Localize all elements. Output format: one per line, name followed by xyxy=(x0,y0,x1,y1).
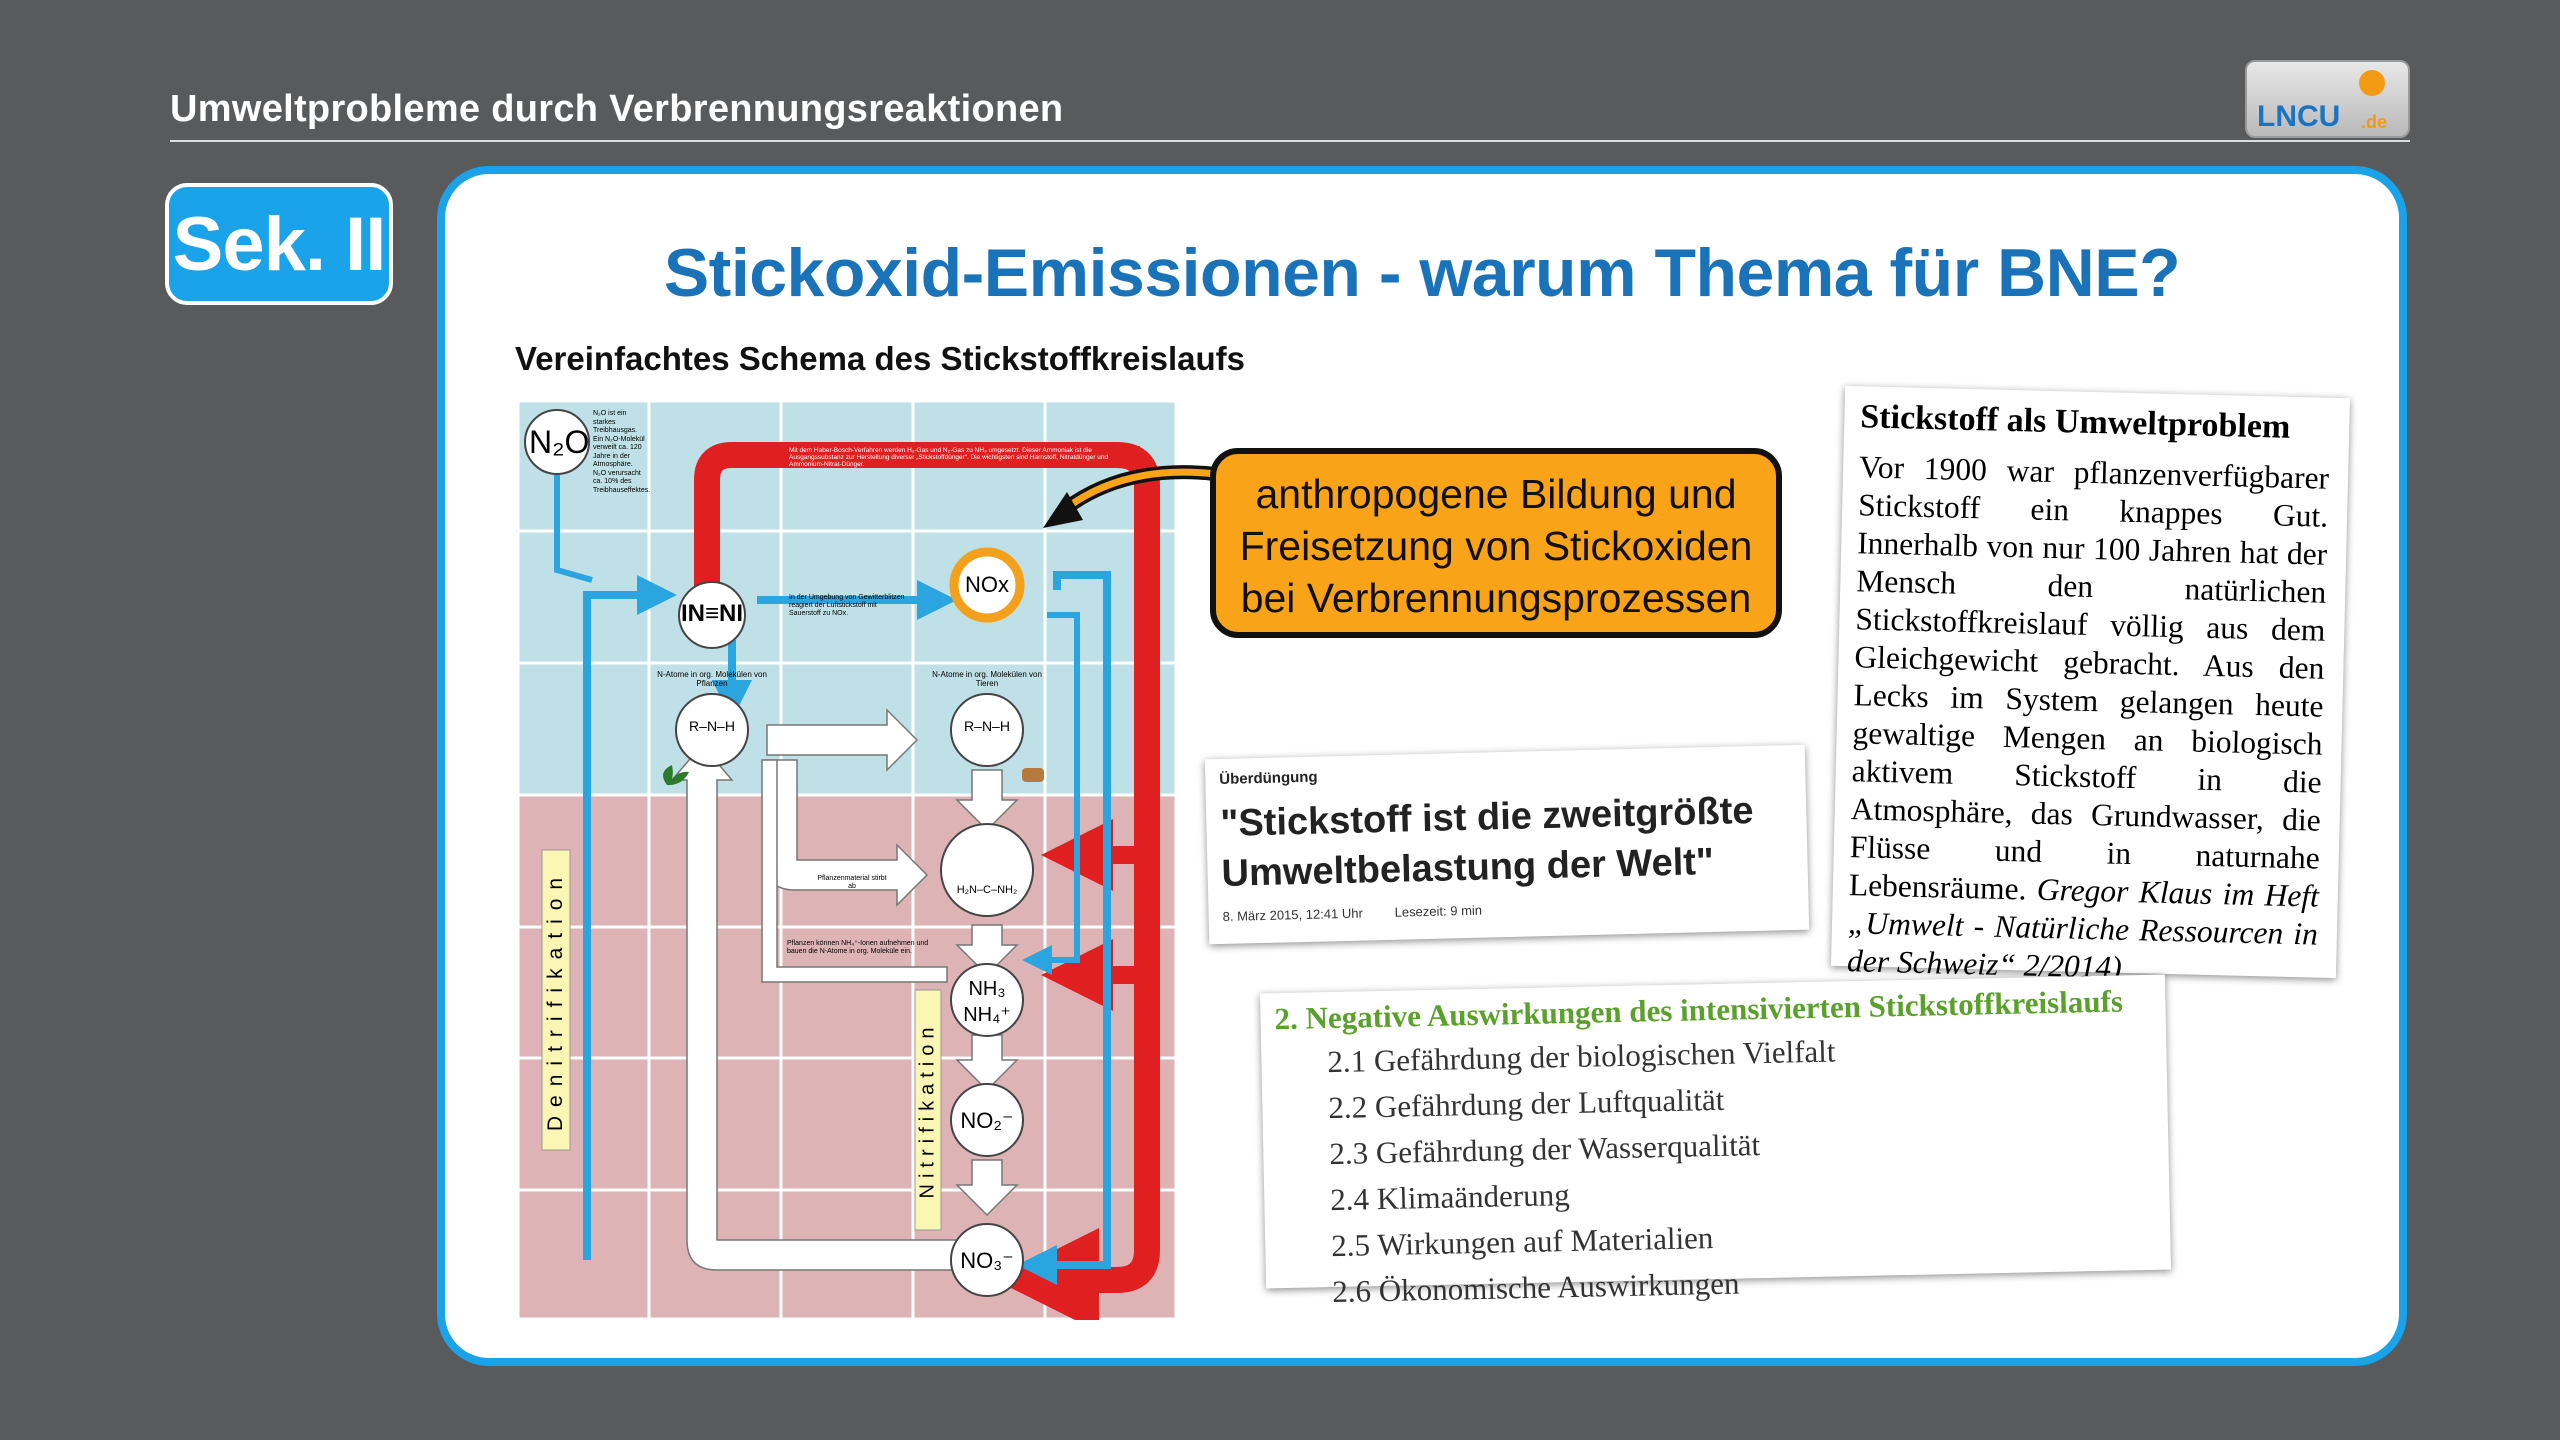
n2-label: IN≡NI xyxy=(680,600,743,627)
slide-subtitle: Vereinfachtes Schema des Stickstoffkreis… xyxy=(515,340,1245,377)
list-item: 2.4 Klimaänderung xyxy=(1329,1177,1570,1218)
denitrification-strip xyxy=(541,849,571,1151)
news-topic: Überdüngung xyxy=(1219,768,1318,789)
amine-plant-label: R–N–H xyxy=(689,718,735,734)
list-item: 2.2 Gefährdung der Luftqualität xyxy=(1328,1081,1725,1126)
denitrification-arrow xyxy=(583,575,677,1260)
nitrification-label: Nitrifikation xyxy=(916,1021,939,1199)
quote-body: Vor 1900 war pflanzenverfügbarer Stickst… xyxy=(1847,448,2330,991)
lightning-note: In der Umgebung von Gewitterblitzen reag… xyxy=(789,594,905,617)
plant-icon xyxy=(663,765,689,786)
logo-text: LNCU xyxy=(2257,100,2341,133)
news-read-time: Lesezeit: 9 min xyxy=(1394,902,1483,920)
callout-arrow xyxy=(1043,465,1216,528)
haber-bosch-textbox xyxy=(785,446,1140,468)
level-badge: Sek. II xyxy=(165,183,393,305)
molecule-nodes xyxy=(524,409,1034,1297)
cow-icon xyxy=(1022,768,1044,782)
news-date: 8. März 2015, 12:41 Uhr xyxy=(1222,905,1364,924)
slide-card: Stickoxid-Emissionen - warum Thema für B… xyxy=(437,166,2407,1366)
callout-box: anthropogene Bildung und Freisetzung von… xyxy=(1210,448,1782,638)
nitrification-strip xyxy=(914,989,942,1231)
urea-label: H₂N–C–NH₂ xyxy=(956,884,1018,896)
nh4-label: NH₄⁺ xyxy=(963,1004,1011,1026)
list-item: 2.1 Gefährdung der biologischen Vielfalt xyxy=(1327,1033,1836,1080)
nox-to-nh3-arrow xyxy=(1022,612,1080,975)
plants-note: N-Atome in org. Molekülen von Pflanzen xyxy=(657,670,767,688)
list-item: 2.6 Ökonomische Auswirkungen xyxy=(1331,1265,1740,1310)
lncu-logo[interactable]: LNCU .de xyxy=(2245,60,2410,138)
news-headline: "Stickstoff ist die zweitgrößte Umweltbe… xyxy=(1219,789,1754,895)
callout-line-3: bei Verbrennungsprozessen xyxy=(1240,575,1752,621)
amine-animal-label: R–N–H xyxy=(964,718,1010,734)
nox-label: NOx xyxy=(965,572,1009,597)
white-process-arrows xyxy=(670,708,1019,1271)
no3-label: NO₃⁻ xyxy=(960,1248,1014,1273)
denitrification-label: Denitrifikation xyxy=(544,868,567,1132)
n2o-note: N₂O ist ein starkes Treibhausgas. Ein N₂… xyxy=(593,410,651,494)
atom-icon xyxy=(2359,70,2385,96)
nitrogen-cycle-svg xyxy=(517,400,1177,1320)
logo-suffix: .de xyxy=(2361,112,2388,132)
no2-label: NO₂⁻ xyxy=(960,1108,1014,1133)
list-item: 2.5 Wirkungen auf Materialien xyxy=(1330,1220,1714,1264)
quote-text: Vor 1900 war pflanzenverfügbarer Stickst… xyxy=(1848,449,2330,907)
impacts-list-title: 2. Negative Auswirkungen des intensivier… xyxy=(1274,983,2124,1037)
impacts-list-card: 2. Negative Auswirkungen des intensivier… xyxy=(1260,974,2171,1309)
quote-card: Stickstoff als Umweltproblem Vor 1900 wa… xyxy=(1830,385,2351,985)
n2o-release-arrow xyxy=(554,475,593,583)
plant-material-note: Pflanzenmaterial stirbt ab xyxy=(817,875,887,890)
callout-line-1: anthropogene Bildung und xyxy=(1255,471,1737,517)
header-title: Umweltprobleme durch Verbrennungsreaktio… xyxy=(170,88,1064,130)
nh3-label: NH₃ xyxy=(968,978,1006,1000)
quote-title: Stickstoff als Umweltproblem xyxy=(1859,398,2291,446)
news-clipping: Überdüngung "Stickstoff ist die zweitgrö… xyxy=(1204,744,1810,945)
header-divider xyxy=(170,140,2410,142)
n2o-label: N₂O xyxy=(529,424,590,460)
animals-note: N-Atome in org. Molekülen von Tieren xyxy=(932,670,1042,688)
nitrification-blue-arrow xyxy=(1017,571,1111,1285)
list-item: 2.3 Gefährdung der Wasserqualität xyxy=(1329,1127,1761,1172)
callout-line-2: Freisetzung von Stickoxiden xyxy=(1239,523,1753,569)
slide-title: Stickoxid-Emissionen - warum Thema für B… xyxy=(663,235,2181,311)
nh4-uptake-note: Pflanzen können NH₄⁺-Ionen aufnehmen und… xyxy=(787,940,929,955)
haber-bosch-note: Mit dem Haber-Bosch-Verfahren werden H₂-… xyxy=(789,447,1109,468)
nitrogen-cycle-diagram: N₂O N₂O ist ein starkes Treibhausgas. Ei… xyxy=(517,400,1177,1320)
